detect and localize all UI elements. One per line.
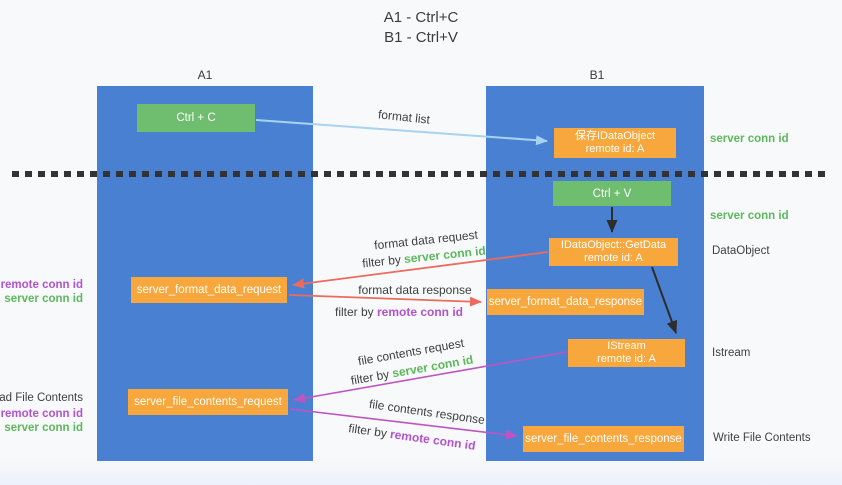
remote-conn-id-text: remote conn id bbox=[389, 427, 477, 453]
node-save-idataobject-line2: remote id: A bbox=[585, 143, 645, 155]
edge-label-format-list: format list bbox=[377, 107, 430, 126]
remote-conn-id-text: remote conn id bbox=[377, 305, 464, 319]
node-idataobject-getdata: IDataObject::GetData remote id: A bbox=[549, 238, 678, 266]
annotation-remote-conn-id-left-1: remote conn id bbox=[0, 279, 83, 291]
edge-label-file-contents-response: file contents response bbox=[368, 397, 486, 427]
node-ctrl-c-label: Ctrl + C bbox=[176, 112, 216, 124]
node-istream-line1: IStream bbox=[607, 340, 646, 352]
node-ctrl-c: Ctrl + C bbox=[137, 104, 255, 132]
node-save-idataobject: 保存IDataObject remote id: A bbox=[554, 128, 676, 158]
annotation-conn-ids-left-2: remote conn id server conn id bbox=[1, 407, 83, 435]
diagram-title: A1 - Ctrl+C B1 - Ctrl+V bbox=[0, 8, 842, 48]
node-istream: IStream remote id: A bbox=[568, 339, 685, 367]
edge-label-filter-remote-conn-id-2: filter by remote conn id bbox=[348, 421, 477, 453]
annotation-conn-ids-left-1: remote conn id server conn id bbox=[1, 278, 83, 306]
node-idataobject-getdata-line2: remote id: A bbox=[584, 252, 643, 264]
edge-label-format-data-response: format data response bbox=[358, 283, 471, 297]
title-line-2: B1 - Ctrl+V bbox=[384, 29, 458, 46]
filter-by-text: filter by bbox=[334, 305, 377, 319]
node-server-format-data-request-label: server_format_data_request bbox=[136, 284, 282, 296]
filter-by-text: filter by bbox=[361, 252, 405, 271]
node-idataobject-getdata-line1: IDataObject::GetData bbox=[560, 239, 667, 251]
node-server-format-data-response: server_format_data_response bbox=[487, 289, 644, 315]
filter-by-text: filter by bbox=[349, 366, 394, 388]
filter-by-text: filter by bbox=[347, 421, 392, 441]
node-server-format-data-response-label: server_format_data_response bbox=[488, 296, 643, 308]
annotation-write-file-contents: Write File Contents bbox=[713, 432, 811, 444]
column-b-title: B1 bbox=[589, 68, 605, 82]
edge-label-filter-remote-conn-id-1: filter by remote conn id bbox=[335, 305, 463, 319]
annotation-server-conn-id-top-right: server conn id bbox=[710, 133, 789, 145]
edge-label-format-list-text: format list bbox=[377, 107, 431, 127]
annotation-server-conn-id-mid-right: server conn id bbox=[710, 210, 789, 222]
node-istream-line2: remote id: A bbox=[597, 353, 656, 365]
edge-label-file-contents-response-text: file contents response bbox=[368, 396, 486, 428]
node-save-idataobject-line1: 保存IDataObject bbox=[574, 130, 656, 142]
node-server-file-contents-response: server_file_contents_response bbox=[523, 426, 684, 452]
annotation-server-conn-id-left-1: server conn id bbox=[4, 293, 83, 305]
edge-label-format-data-response-text: format data response bbox=[358, 283, 472, 297]
node-ctrl-v: Ctrl + V bbox=[553, 181, 671, 206]
node-server-file-contents-response-label: server_file_contents_response bbox=[525, 433, 682, 445]
annotation-read-file-contents: Read File Contents bbox=[0, 392, 83, 404]
annotation-istream: Istream bbox=[712, 347, 751, 359]
column-a-title: A1 bbox=[197, 68, 213, 82]
annotation-server-conn-id-left-2: server conn id bbox=[4, 422, 83, 434]
annotation-dataobject: DataObject bbox=[712, 245, 770, 257]
node-server-format-data-request: server_format_data_request bbox=[131, 277, 287, 303]
node-server-file-contents-request-label: server_file_contents_request bbox=[134, 396, 282, 408]
annotation-remote-conn-id-left-2: remote conn id bbox=[0, 408, 83, 420]
node-ctrl-v-label: Ctrl + V bbox=[592, 187, 632, 200]
node-server-file-contents-request: server_file_contents_request bbox=[128, 389, 288, 415]
title-line-1: A1 - Ctrl+C bbox=[383, 9, 459, 26]
